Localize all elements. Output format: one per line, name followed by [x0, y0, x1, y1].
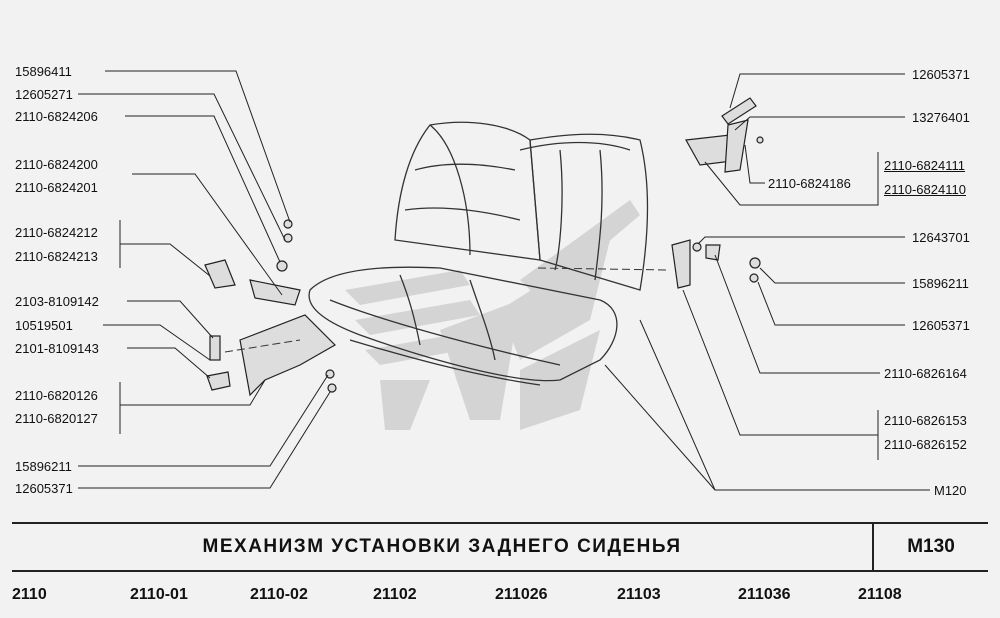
label-right-2110-6826152: 2110-6826152: [884, 437, 967, 452]
seat-back: [394, 121, 649, 291]
model-21102: 21102: [373, 586, 417, 603]
label-left-2110-6824201: 2110-6824201: [15, 180, 98, 195]
left-leader-lines: [78, 70, 331, 489]
model-21103: 21103: [617, 586, 661, 603]
label-left-15896411: 15896411: [15, 64, 72, 79]
label-left-2110-6820127: 2110-6820127: [15, 411, 98, 426]
model-211036: 211036: [738, 586, 791, 603]
label-right-15896211: 15896211: [912, 276, 969, 291]
label-right-m120: M120: [934, 483, 967, 498]
diagram-code: M130: [907, 536, 955, 557]
model-21108: 21108: [858, 586, 902, 603]
label-left-2103-8109142: 2103-8109142: [15, 294, 99, 309]
right-hinge-assembly: [671, 97, 764, 289]
label-right-2110-6826164: 2110-6826164: [884, 366, 967, 381]
label-right-12643701: 12643701: [912, 230, 970, 245]
label-right-2110-6826153: 2110-6826153: [884, 413, 967, 428]
label-right-2110-6824186: 2110-6824186: [768, 176, 851, 191]
label-left-12605371: 12605371: [15, 481, 73, 496]
label-right-12605371-top: 12605371: [912, 67, 970, 82]
right-leader-lines: [604, 73, 930, 491]
label-left-12605271: 12605271: [15, 87, 73, 102]
label-right-2110-6824110: 2110-6824110: [884, 182, 966, 197]
model-2110: 2110: [12, 586, 47, 603]
label-left-2101-8109143: 2101-8109143: [15, 341, 99, 356]
model-2110-01: 2110-01: [130, 586, 188, 603]
watermark-logo: [345, 200, 640, 430]
parts-diagram: [78, 70, 930, 491]
label-right-13276401: 13276401: [912, 110, 970, 125]
seat-cushion: [308, 266, 618, 386]
title-divider: [872, 524, 874, 570]
model-2110-02: 2110-02: [250, 586, 308, 603]
label-left-2110-6824206: 2110-6824206: [15, 109, 98, 124]
label-left-10519501: 10519501: [15, 318, 73, 333]
label-left-15896211: 15896211: [15, 459, 72, 474]
centre-lines: [224, 267, 667, 353]
model-211026: 211026: [495, 586, 548, 603]
diagram-title: МЕХАНИЗМ УСТАНОВКИ ЗАДНЕГО СИДЕНЬЯ: [202, 536, 682, 557]
left-bracket-assembly: [204, 219, 337, 397]
label-right-2110-6824111: 2110-6824111: [884, 158, 965, 173]
title-bar: МЕХАНИЗМ УСТАНОВКИ ЗАДНЕГО СИДЕНЬЯ M130: [12, 522, 988, 572]
label-right-12605371-bottom: 12605371: [912, 318, 970, 333]
label-left-2110-6824213: 2110-6824213: [15, 249, 98, 264]
label-left-2110-6824200: 2110-6824200: [15, 157, 98, 172]
label-left-2110-6820126: 2110-6820126: [15, 388, 98, 403]
label-left-2110-6824212: 2110-6824212: [15, 225, 98, 240]
models-row: 2110 2110-01 2110-02 21102 211026 21103 …: [0, 586, 1000, 610]
